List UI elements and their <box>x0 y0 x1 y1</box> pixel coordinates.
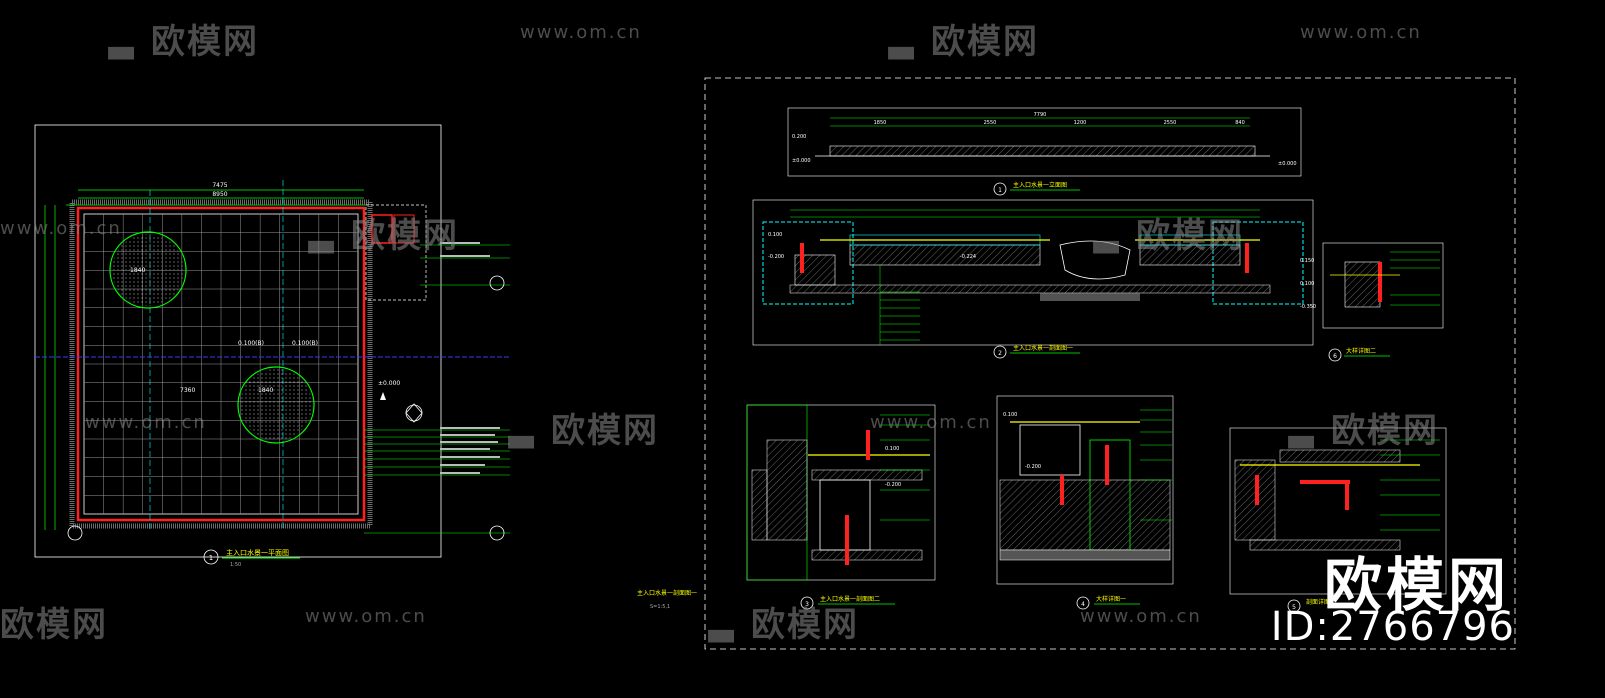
elev-dim-4: 2550 <box>1164 120 1177 126</box>
watermark-logo: ▬欧模网 <box>105 22 259 71</box>
watermark-url: www.om.cn <box>0 218 122 239</box>
watermark-url: www.om.cn <box>1300 22 1422 43</box>
pool-coping <box>69 199 373 529</box>
d4-level-2: -0.200 <box>1025 464 1041 470</box>
watermark-url: www.om.cn <box>1080 606 1202 627</box>
elev-title: 主入口水景一立面图 <box>1013 181 1067 189</box>
d5-title-number: 5 <box>1292 604 1296 611</box>
d6-level-1: 0.150 <box>1300 258 1314 264</box>
secA-level-2: -0.200 <box>768 254 784 260</box>
d3-title-number: 3 <box>805 601 809 608</box>
brand-overlay-name: 欧模网 <box>1323 551 1510 619</box>
elev-dim-3: 1200 <box>1074 120 1087 126</box>
d6-title-number: 6 <box>1333 353 1337 360</box>
d3-title: 主入口水景一剖面图二 <box>820 595 880 603</box>
secA-level-1: 0.100 <box>768 232 782 238</box>
elev-dim-5: 840 <box>1235 120 1245 126</box>
elev-dim-total: 7790 <box>1034 112 1047 118</box>
detail-4-view: 0.100 -0.200 4 大样详图一 <box>996 395 1174 610</box>
d3-level-1: 0.100 <box>885 446 899 452</box>
secA-title: 主入口水景一剖面图一 <box>1013 344 1073 352</box>
detail-3-view: 0.100 -0.200 3 主入口水景一剖面图二 <box>746 404 936 610</box>
planter-circle-1 <box>109 231 187 309</box>
d3-level-2: -0.200 <box>885 482 901 488</box>
sheet-border <box>704 77 1516 650</box>
elev-title-number: 1 <box>998 187 1002 194</box>
plan-inner-dim: 7360 <box>180 387 195 394</box>
watermark-logo: ▬欧模网 <box>885 22 1039 71</box>
detail-6-view: 0.150 0.100 -0.350 6 大样详图二 <box>1300 242 1444 362</box>
pool-edge <box>76 206 366 522</box>
sofa-logo-icon: ▬ <box>705 613 740 654</box>
planter-circle-2 <box>237 366 315 444</box>
sofa-logo-icon: ▬ <box>1285 419 1320 460</box>
detail-5-view: 5 剖面详图二 <box>1229 427 1447 613</box>
elev-dim-2: 2550 <box>984 120 997 126</box>
d6-title: 大样详图二 <box>1346 347 1376 355</box>
sofa-logo-icon: ▬ <box>305 224 340 265</box>
d6-level-2: 0.100 <box>1300 281 1314 287</box>
sheet-note-title: 主入口水景一剖面图一 <box>637 589 697 597</box>
sofa-logo-icon: ▬ <box>1090 224 1125 265</box>
elev-dim-1: 1850 <box>874 120 887 126</box>
elev-level-2: ±0.000 <box>792 158 811 164</box>
sheet-note-sub: S=1:5,1 <box>650 604 670 610</box>
plan-tile-grid <box>84 214 358 514</box>
secA-title-number: 2 <box>998 350 1002 357</box>
watermark-url: www.om.cn <box>870 412 992 433</box>
elev-level-3: ±0.000 <box>1278 161 1297 167</box>
plan-scale: 1:50 <box>230 562 241 568</box>
d5-title: 剖面详图二 <box>1306 598 1336 606</box>
watermark-logo: ▬欧模网 <box>705 605 859 654</box>
sofa-logo-icon: ▬ <box>105 30 140 71</box>
elevation-view: 7790 1850 2550 1200 2550 840 0.200 ±0.00… <box>787 107 1302 196</box>
plan-elev-2: 0.100(B) <box>292 340 318 347</box>
plan-view: 7475 8950 1840 1840 7360 0.100(B) 0.100(… <box>34 124 510 568</box>
watermark-logo: ▬欧模网 <box>1285 411 1439 460</box>
plan-frame <box>34 124 442 558</box>
watermark-logo: ▬欧模网 <box>505 411 659 460</box>
d6-level-3: -0.350 <box>1300 304 1316 310</box>
plan-dim-top2: 8950 <box>212 191 227 198</box>
watermark-logo: ▬欧模网 <box>305 216 459 265</box>
watermark-logo: 欧模网 <box>0 605 108 645</box>
watermark-logo: ▬欧模网 <box>1090 216 1244 265</box>
plan-elev-3: ±0.000 <box>378 380 400 387</box>
secA-level-3: -0.224 <box>960 254 976 260</box>
d4-title-number: 4 <box>1081 601 1085 608</box>
circle2-dim: 1840 <box>258 387 273 394</box>
circle1-dim: 1840 <box>130 267 145 274</box>
section-view-a: 0.100 -0.200 -0.224 2 主入口水景一剖面图一 <box>752 199 1314 359</box>
watermark-url: www.om.cn <box>520 22 642 43</box>
plan-title: 主入口水景一平面图 <box>226 548 289 557</box>
elev-level-1: 0.200 <box>792 134 806 140</box>
d4-title: 大样详图一 <box>1096 595 1126 603</box>
d4-level-1: 0.100 <box>1003 412 1017 418</box>
sofa-logo-icon: ▬ <box>505 419 540 460</box>
watermark-url: www.om.cn <box>305 606 427 627</box>
brand-overlay-id: ID:2766796 <box>1270 604 1515 650</box>
plan-title-number: 1 <box>209 554 213 562</box>
watermark-url: www.om.cn <box>85 412 207 433</box>
sofa-logo-icon: ▬ <box>885 30 920 71</box>
plan-elev-1: 0.100(B) <box>238 340 264 347</box>
plan-dim-top: 7475 <box>212 182 227 189</box>
